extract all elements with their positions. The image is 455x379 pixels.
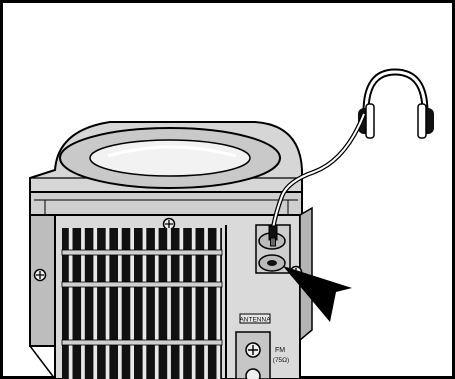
device-rear-ledge	[30, 192, 302, 215]
grille-band	[62, 282, 222, 287]
fm-label: FM	[275, 347, 285, 354]
grille-band	[62, 340, 222, 345]
antenna-label: ANTENNA	[239, 317, 271, 324]
fm-terminal-screw-lower[interactable]	[246, 369, 260, 379]
screw-icon	[35, 270, 46, 281]
heat-sink-grille	[62, 228, 222, 379]
fm-impedance-label: (75Ω)	[273, 357, 289, 364]
screw-icon	[164, 219, 175, 230]
headphone-plug	[269, 226, 277, 246]
grille-band	[62, 250, 222, 255]
